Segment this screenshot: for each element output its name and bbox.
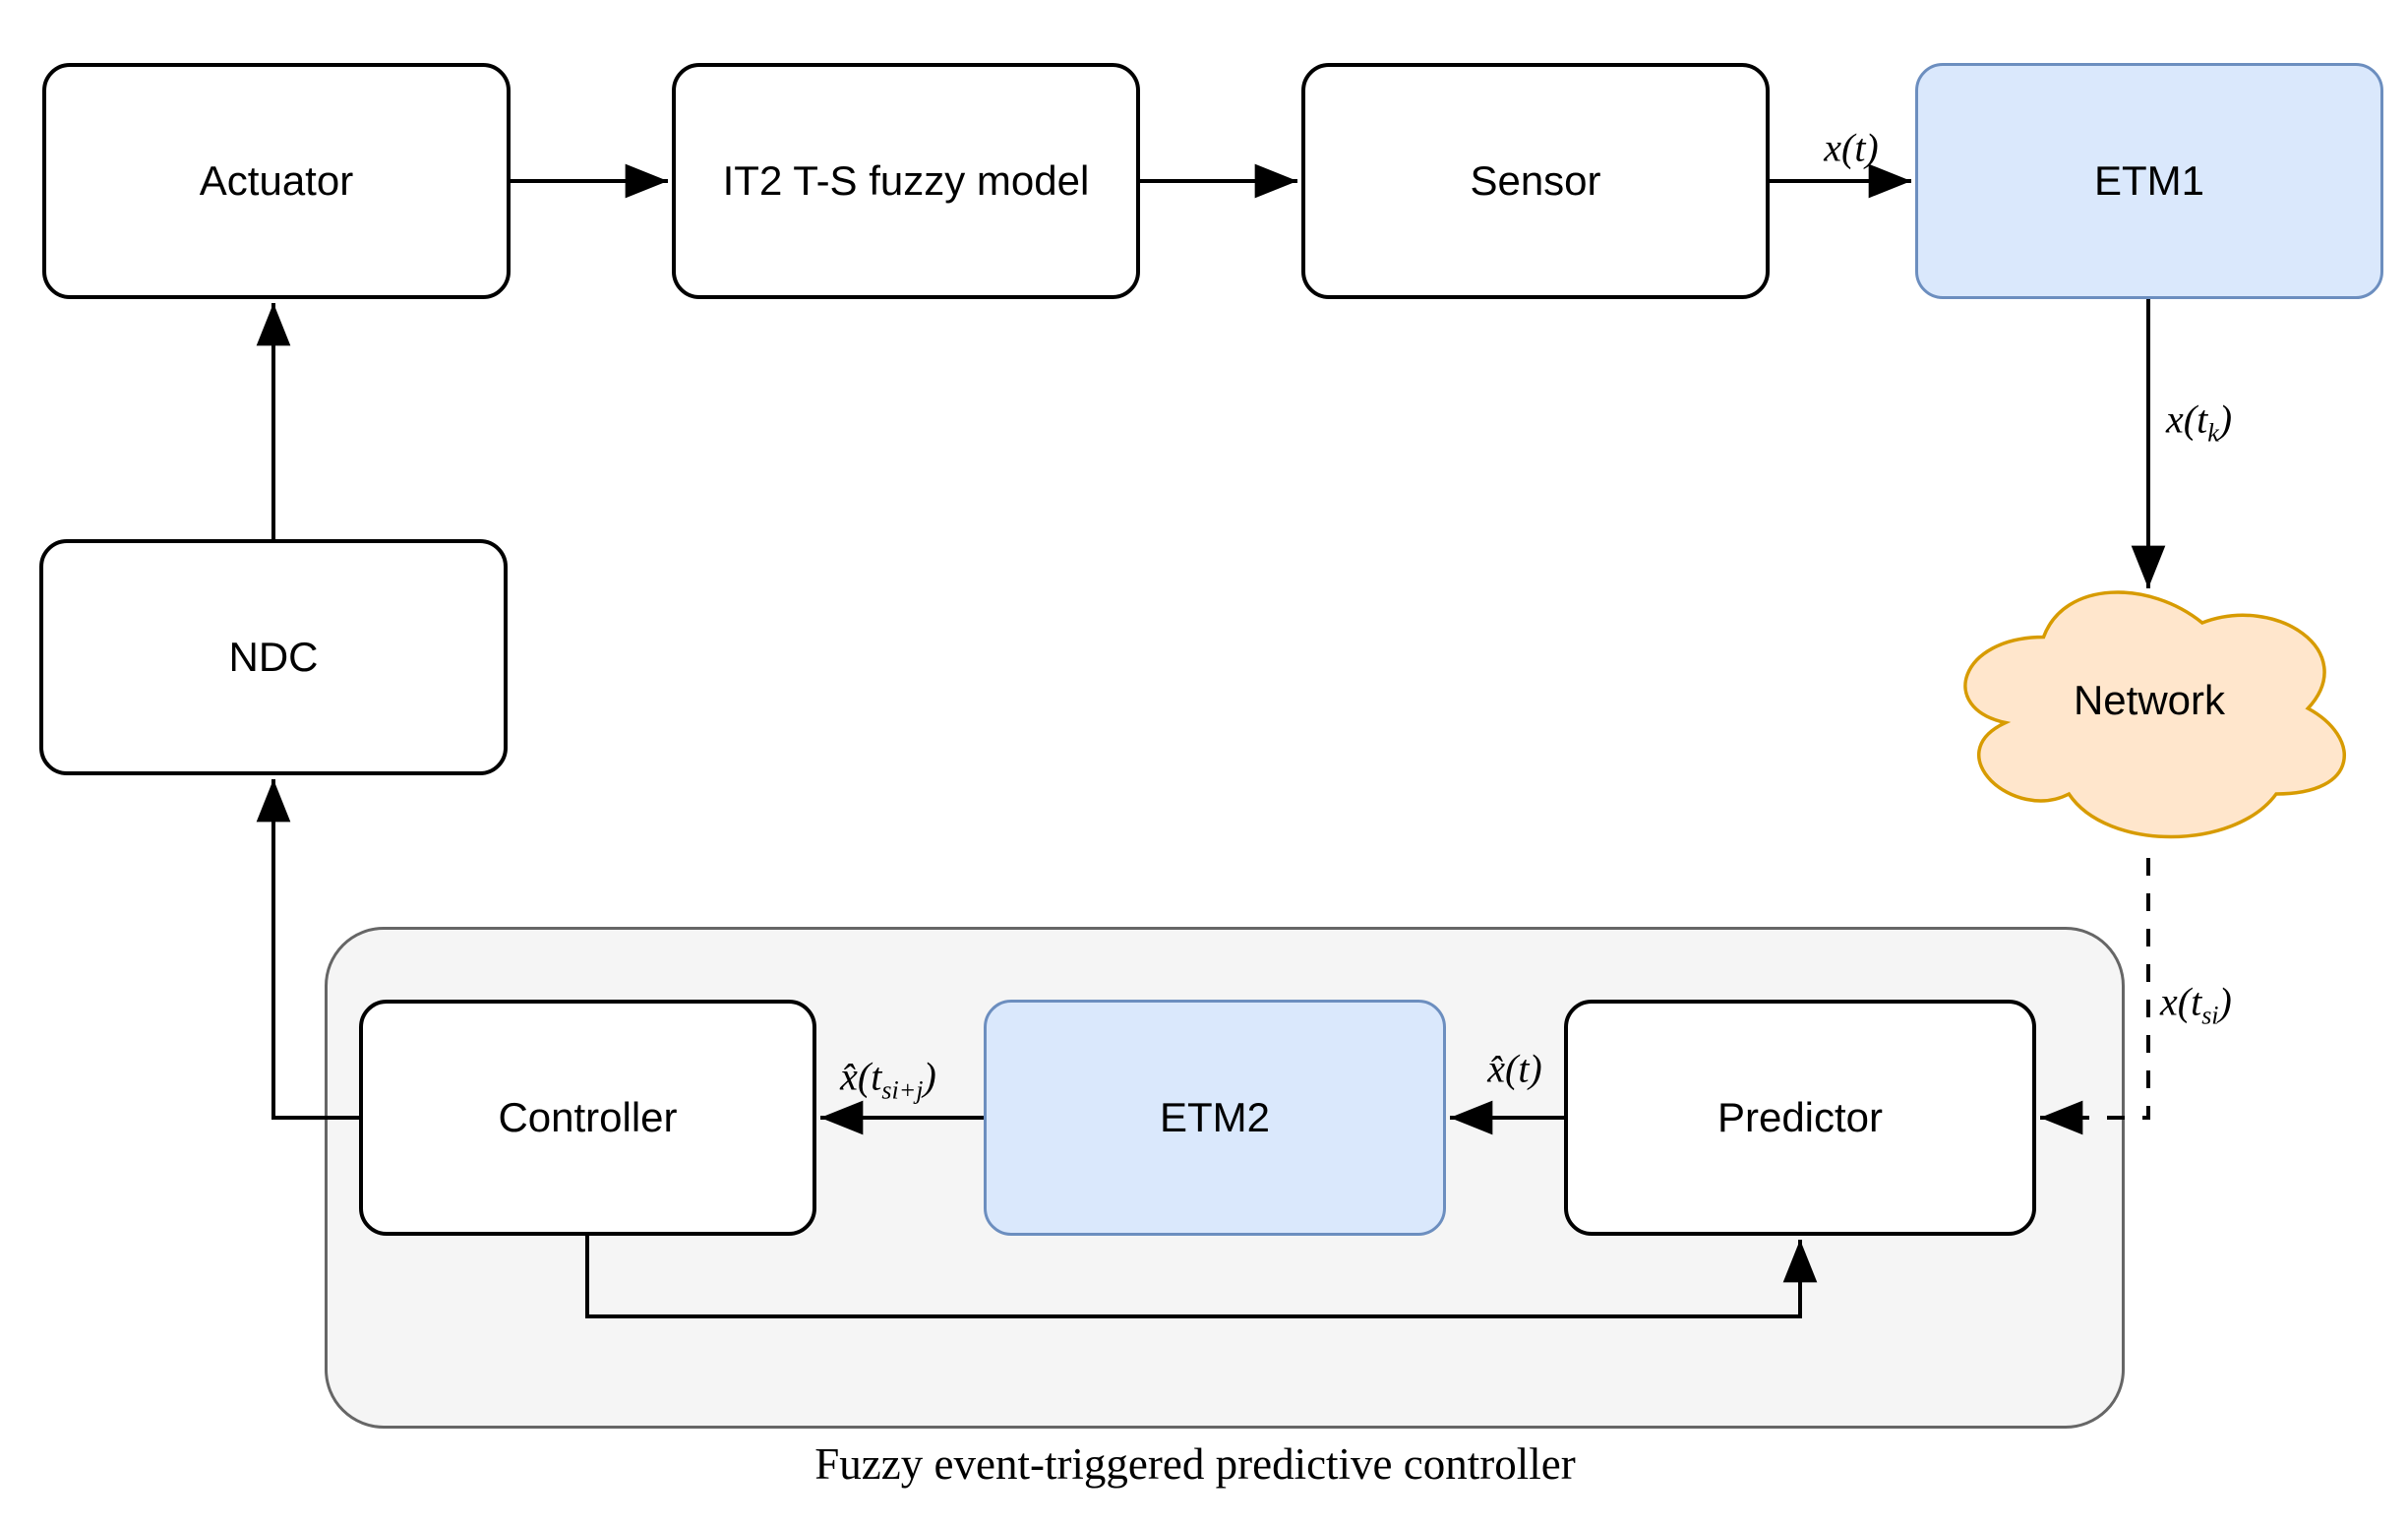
node-actuator: Actuator	[42, 63, 511, 299]
node-ndc-label: NDC	[228, 634, 319, 680]
edge-label-xhat-t: x̂(t)	[1487, 1046, 1542, 1092]
edge-label-xhat-tsij-sub: si+j	[881, 1075, 924, 1105]
node-sensor-label: Sensor	[1470, 157, 1601, 204]
edge-label-xhat-t-post: )	[1529, 1046, 1542, 1091]
node-etm1: ETM1	[1915, 63, 2383, 299]
node-sensor: Sensor	[1301, 63, 1770, 299]
edge-label-xtk: x(tk)	[2166, 397, 2233, 447]
edge-label-xtk-sub: k	[2207, 418, 2219, 448]
node-predictor: Predictor	[1564, 1000, 2036, 1236]
edge-label-xhat-tsij-post: )	[923, 1054, 936, 1099]
edge-label-xhat-tsij: x̂(tsi+j)	[840, 1054, 936, 1104]
edge-label-xtsi-post: )	[2218, 979, 2232, 1024]
node-actuator-label: Actuator	[199, 157, 354, 204]
edge-controller-to-predictor-feedback	[585, 1236, 1818, 1318]
node-controller: Controller	[359, 1000, 816, 1236]
edge-label-xt-post: )	[1865, 125, 1879, 170]
edge-network-to-predictor-dashed	[2040, 858, 2150, 1135]
edge-label-xtsi-pre: x(t	[2160, 979, 2202, 1024]
node-fuzzy-model-label: IT2 T-S fuzzy model	[722, 157, 1090, 204]
node-fuzzy-model: IT2 T-S fuzzy model	[672, 63, 1140, 299]
edge-label-xtsi-sub: si	[2201, 1001, 2219, 1030]
node-ndc: NDC	[39, 539, 508, 775]
node-controller-label: Controller	[498, 1094, 678, 1140]
edge-label-xtk-pre: x(t	[2166, 397, 2208, 442]
node-etm1-label: ETM1	[2093, 157, 2204, 204]
edge-label-xt: x(t)	[1824, 125, 1879, 171]
edge-label-xtsi: x(tsi)	[2160, 979, 2232, 1029]
edge-label-xhat-tsij-pre: x̂(t	[840, 1054, 882, 1099]
edge-label-xhat-t-pre: x̂(t	[1487, 1046, 1530, 1091]
network-cloud	[1963, 590, 2346, 839]
edge-label-xt-pre: x(t	[1824, 125, 1866, 170]
node-etm2: ETM2	[984, 1000, 1446, 1236]
edge-label-xtk-post: )	[2218, 397, 2233, 442]
network-cloud-label: Network	[2073, 677, 2226, 723]
node-etm2-label: ETM2	[1159, 1094, 1270, 1140]
edge-controller-to-ndc	[256, 779, 359, 1120]
node-predictor-label: Predictor	[1716, 1094, 1884, 1140]
diagram-caption: Fuzzy event-triggered predictive control…	[814, 1439, 1576, 1489]
